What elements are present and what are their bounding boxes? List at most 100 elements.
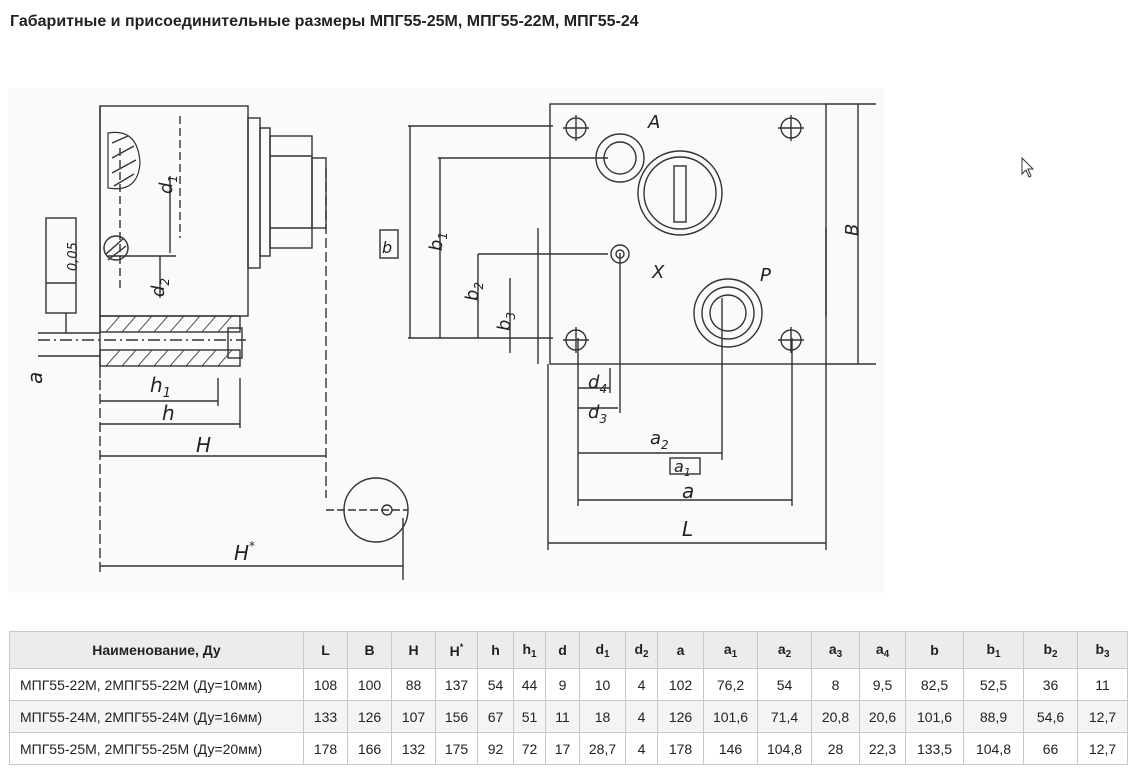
value-cell: 12,7 bbox=[1077, 700, 1128, 733]
mouse-cursor-icon bbox=[1021, 157, 1035, 178]
value-cell: 20,8 bbox=[811, 700, 860, 733]
label-H: H bbox=[196, 433, 211, 457]
col-a4: a4 bbox=[859, 631, 906, 669]
value-cell: 82,5 bbox=[905, 668, 964, 701]
label-h: h bbox=[162, 401, 175, 425]
label-port-A: A bbox=[647, 112, 660, 133]
label-a: a bbox=[682, 479, 694, 503]
value-cell: 71,4 bbox=[757, 700, 812, 733]
value-cell: 102 bbox=[657, 668, 704, 701]
value-cell: 54 bbox=[477, 668, 514, 701]
col-h1: h1 bbox=[513, 631, 546, 669]
value-cell: 132 bbox=[391, 732, 436, 765]
value-cell: 76,2 bbox=[703, 668, 758, 701]
label-port-P: P bbox=[760, 265, 771, 286]
value-cell: 22,3 bbox=[859, 732, 906, 765]
label-d2: d2 bbox=[148, 278, 172, 297]
label-a2: a2 bbox=[650, 428, 669, 452]
value-cell: 100 bbox=[347, 668, 392, 701]
dimensions-table: Наименование, Ду L B H H* h h1 d d1 d2 a… bbox=[9, 631, 1128, 765]
value-cell: 4 bbox=[625, 668, 658, 701]
col-a1: a1 bbox=[703, 631, 758, 669]
technical-drawing: a h1 h H H* d2 d1 0,05 A X P B b1 b2 b3 … bbox=[8, 88, 884, 593]
label-d3: d3 bbox=[588, 402, 607, 426]
value-cell: 72 bbox=[513, 732, 546, 765]
col-L: L bbox=[303, 631, 348, 669]
label-h1: h1 bbox=[150, 373, 171, 401]
label-b2: b2 bbox=[462, 282, 486, 301]
col-B: B bbox=[347, 631, 392, 669]
value-cell: 11 bbox=[1077, 668, 1128, 701]
value-cell: 101,6 bbox=[703, 700, 758, 733]
value-cell: 54 bbox=[757, 668, 812, 701]
value-cell: 67 bbox=[477, 700, 514, 733]
value-cell: 104,8 bbox=[757, 732, 812, 765]
label-port-X: X bbox=[651, 262, 665, 283]
label-d4: d4 bbox=[588, 372, 607, 396]
value-cell: 101,6 bbox=[905, 700, 964, 733]
col-b: b bbox=[905, 631, 964, 669]
col-name: Наименование, Ду bbox=[9, 631, 304, 669]
col-a3: a3 bbox=[811, 631, 860, 669]
label-b: b bbox=[382, 238, 392, 257]
side-view bbox=[38, 105, 409, 580]
label-d1: d1 bbox=[156, 175, 180, 194]
col-b3: b3 bbox=[1077, 631, 1128, 669]
top-view bbox=[379, 103, 876, 550]
value-cell: 175 bbox=[435, 732, 478, 765]
value-cell: 20,6 bbox=[859, 700, 906, 733]
value-cell: 4 bbox=[625, 732, 658, 765]
value-cell: 104,8 bbox=[963, 732, 1024, 765]
value-cell: 156 bbox=[435, 700, 478, 733]
row-name-cell: МПГ55-24М, 2МПГ55-24М (Ду=16мм) bbox=[9, 700, 304, 733]
value-cell: 17 bbox=[545, 732, 580, 765]
col-H: H bbox=[391, 631, 436, 669]
value-cell: 12,7 bbox=[1077, 732, 1128, 765]
value-cell: 10 bbox=[579, 668, 626, 701]
value-cell: 137 bbox=[435, 668, 478, 701]
label-H-star: H* bbox=[234, 539, 255, 565]
value-cell: 9,5 bbox=[859, 668, 906, 701]
value-cell: 8 bbox=[811, 668, 860, 701]
value-cell: 178 bbox=[303, 732, 348, 765]
tolerance-frame-text: 0,05 bbox=[66, 242, 81, 271]
value-cell: 133 bbox=[303, 700, 348, 733]
row-name-cell: МПГ55-22М, 2МПГ55-22М (Ду=10мм) bbox=[9, 668, 304, 701]
value-cell: 88 bbox=[391, 668, 436, 701]
value-cell: 133,5 bbox=[905, 732, 964, 765]
value-cell: 28,7 bbox=[579, 732, 626, 765]
label-b1: b1 bbox=[426, 232, 450, 251]
value-cell: 146 bbox=[703, 732, 758, 765]
value-cell: 66 bbox=[1023, 732, 1078, 765]
value-cell: 36 bbox=[1023, 668, 1078, 701]
value-cell: 4 bbox=[625, 700, 658, 733]
value-cell: 88,9 bbox=[963, 700, 1024, 733]
value-cell: 166 bbox=[347, 732, 392, 765]
value-cell: 107 bbox=[391, 700, 436, 733]
value-cell: 28 bbox=[811, 732, 860, 765]
col-a2: a2 bbox=[757, 631, 812, 669]
value-cell: 9 bbox=[545, 668, 580, 701]
col-d2: d2 bbox=[625, 631, 658, 669]
label-b3: b3 bbox=[494, 312, 518, 331]
label-a1: a1 bbox=[674, 457, 691, 479]
value-cell: 54,6 bbox=[1023, 700, 1078, 733]
table-header-row: Наименование, Ду L B H H* h h1 d d1 d2 a… bbox=[9, 631, 1128, 669]
table-row: МПГ55-24М, 2МПГ55-24М (Ду=16мм)133 126 107… bbox=[9, 700, 1128, 733]
value-cell: 92 bbox=[477, 732, 514, 765]
value-cell: 178 bbox=[657, 732, 704, 765]
row-name-cell: МПГ55-25М, 2МПГ55-25М (Ду=20мм) bbox=[9, 732, 304, 765]
col-b2: b2 bbox=[1023, 631, 1078, 669]
col-a: a bbox=[657, 631, 704, 669]
value-cell: 44 bbox=[513, 668, 546, 701]
col-H-star: H* bbox=[435, 631, 478, 669]
page-title: Габаритные и присоединительные размеры М… bbox=[10, 13, 639, 30]
label-a-left: a bbox=[23, 372, 47, 384]
label-B: B bbox=[842, 224, 863, 236]
value-cell: 108 bbox=[303, 668, 348, 701]
value-cell: 126 bbox=[657, 700, 704, 733]
value-cell: 18 bbox=[579, 700, 626, 733]
col-b1: b1 bbox=[963, 631, 1024, 669]
